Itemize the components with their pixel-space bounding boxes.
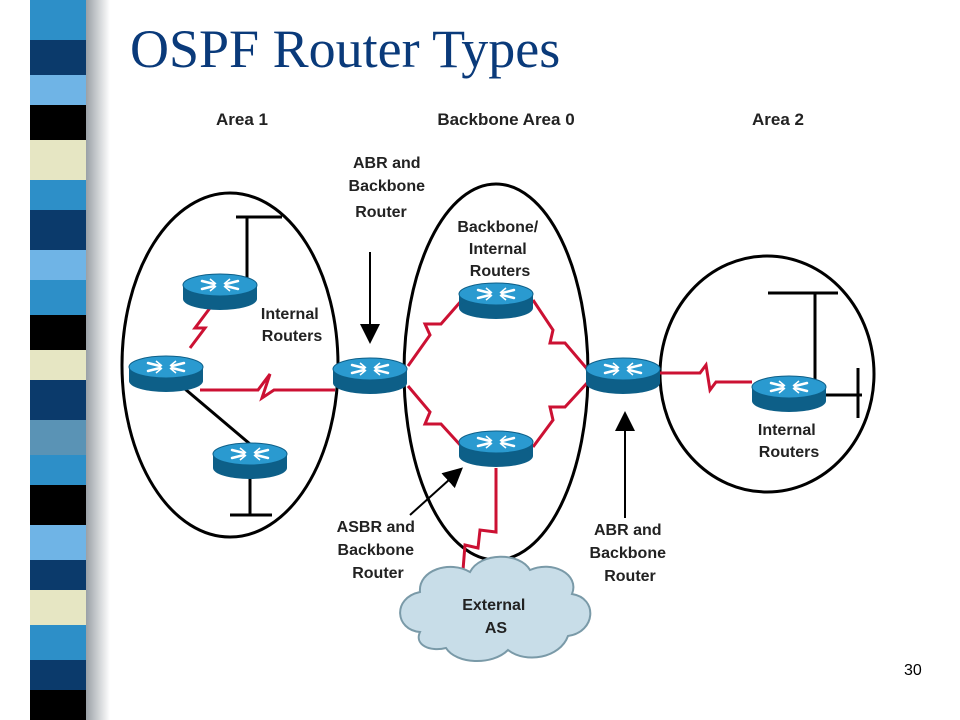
- router-area1-top: [181, 272, 259, 312]
- abr-right-label: ABR and Backbone Router: [590, 522, 671, 585]
- serial-links: [188, 299, 752, 571]
- router-backbone-top: [457, 281, 535, 321]
- slide-title: OSPF Router Types: [130, 19, 561, 79]
- area2-label: Area 2: [752, 110, 804, 129]
- abr-left-label: ABR and Backbone Router: [349, 155, 430, 221]
- bar-shadow: [86, 0, 110, 720]
- backbone-internal-routers-label: Backbone/ Internal Routers: [457, 219, 542, 280]
- external-as-cloud: [399, 555, 592, 663]
- area1-label: Area 1: [216, 110, 268, 129]
- area0-label: Backbone Area 0: [437, 110, 574, 129]
- router-asbr: [457, 429, 535, 469]
- internal-routers-area1-label: Internal Routers: [261, 306, 323, 345]
- internal-routers-area2-label: Internal Routers: [758, 422, 820, 461]
- callout-arrows: [360, 252, 635, 518]
- router-area1-left: [127, 354, 205, 394]
- router-abr-left: [331, 356, 409, 396]
- router-abr-right: [584, 356, 662, 396]
- external-as-label: External AS: [462, 597, 530, 637]
- router-area1-bottom: [211, 441, 289, 481]
- asbr-label: ASBR and Backbone Router: [337, 519, 420, 582]
- page-number: 30: [904, 662, 922, 679]
- ospf-router-diagram: Area 1 Backbone Area 0 Area 2 ABR and Ba…: [120, 110, 876, 663]
- router-area2: [750, 374, 828, 414]
